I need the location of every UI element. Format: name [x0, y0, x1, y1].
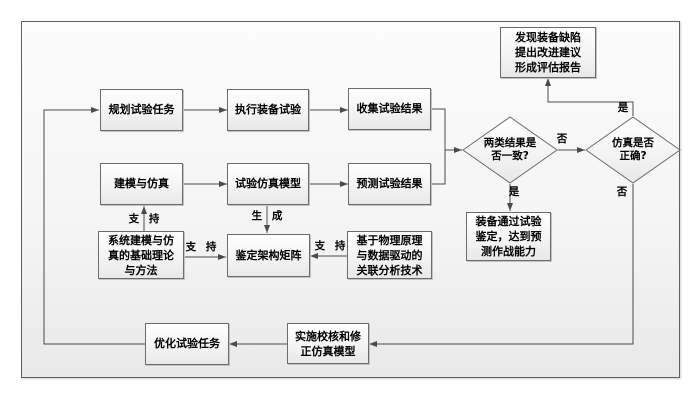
- edge-label-no-between-checks: 否: [556, 133, 568, 145]
- node-pass-qualification: 装备通过试验 鉴定，达到预 测作战能力: [466, 212, 551, 261]
- node-defect-improvement-report: 发现装备缺陷 提出改进建议 形成评估报告: [500, 27, 596, 78]
- node-plan-test-tasks: 规划试验任务: [100, 89, 183, 131]
- node-collect-test-results: 收集试验结果: [348, 88, 431, 130]
- node-predict-test-results: 预测试验结果: [348, 163, 431, 205]
- edge-label-generate: 生 成: [251, 210, 283, 222]
- node-qualification-architecture-matrix: 鉴定架构矩阵: [227, 234, 310, 277]
- edge-label-support-left: 支 持: [314, 240, 346, 252]
- node-test-simulation-model: 试验仿真模型: [227, 163, 309, 205]
- edge-label-no-to-correction: 否: [616, 186, 628, 198]
- node-execute-equipment-test: 执行装备试验: [227, 89, 309, 131]
- edge-label-support-up: 支 持: [128, 213, 160, 225]
- node-verify-and-correct-model: 实施校核和修 正仿真模型: [287, 323, 369, 364]
- edge-label-yes-to-report: 是: [617, 102, 629, 114]
- node-modeling-theory-methods: 系统建模与仿 真的基础理论 与方法: [98, 231, 184, 279]
- decision-simulation-correct-label: 仿真是否 正确?: [612, 137, 654, 162]
- decision-consistency-label: 两类结果是 否一致?: [483, 137, 537, 162]
- edge-label-support-right: 支 持: [185, 241, 217, 253]
- node-correlation-analysis-technology: 基于物理原理 与数据驱动的 关联分析技术: [347, 231, 432, 279]
- edge-label-yes-to-pass: 是: [508, 186, 520, 198]
- node-optimize-test-tasks: 优化试验任务: [145, 323, 229, 365]
- node-modeling-and-simulation: 建模与仿真: [100, 163, 183, 205]
